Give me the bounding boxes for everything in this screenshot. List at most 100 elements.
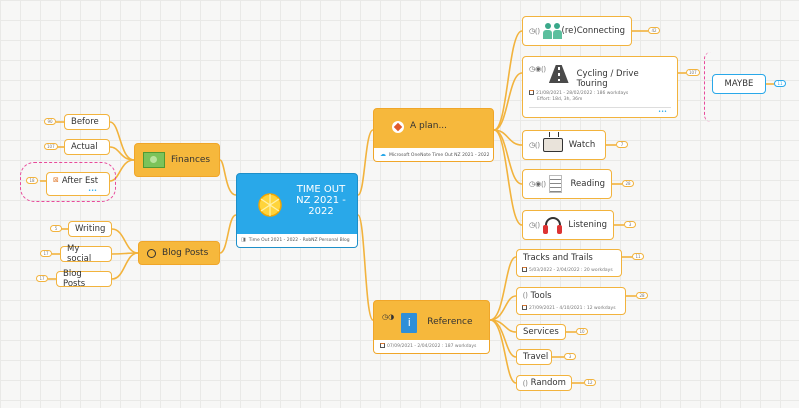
central-title-line1: TIME OUT [296,184,346,195]
money-icon [143,152,165,168]
reconnecting-label: (re)Connecting [561,26,625,36]
people-icon [542,22,562,40]
after-est-badge: 18 [26,177,38,184]
blog-my-social[interactable]: My social [60,244,112,264]
tools-date-note: 27/09/2021 - 4/10/2021 : 12 workdays [522,305,616,311]
finances-label: Finances [171,155,211,165]
maybe-topic[interactable]: MAYBE [712,74,766,94]
tv-icon [542,132,563,152]
list-icon [548,175,563,193]
listening-label: Listening [568,220,607,230]
calendar-icon [529,90,534,95]
finances-before[interactable]: Before [64,114,110,130]
info-icon: i [401,313,418,333]
clock-icon: ⟮⟯ [523,291,528,299]
random-badge: 12 [584,379,596,386]
my-social-label: My social [67,244,92,264]
tools-label: Tools [530,291,552,301]
clock-icon: ◷⟮⟯ [529,220,540,229]
a-plan-topic[interactable]: A plan... ☁Microsoft OneNote Time Out NZ… [373,108,494,162]
headphones-icon [542,216,563,234]
plan-watch[interactable]: ◷⟮⟯ Watch [522,130,606,160]
finances-actual[interactable]: Actual [64,139,110,155]
finances-after-est[interactable]: ⊠After Est ••• [46,172,110,196]
clock-icon [147,248,156,258]
plan-listening[interactable]: ◷⟮⟯ Listening [522,210,614,240]
blog-writing[interactable]: Writing [68,221,112,237]
compass-icon [392,121,404,133]
reading-badge: 28 [622,180,634,187]
reconnecting-badge: 42 [648,27,660,34]
clock-icon: ◷◉⟮⟯ [529,179,546,188]
plan-reading[interactable]: ◷◉⟮⟯ Reading [522,169,612,199]
services-label: Services [523,327,559,337]
cycling-more[interactable]: ••• [658,109,667,115]
finances-boundary [20,162,116,202]
ref-services[interactable]: Services [516,324,566,340]
after-est-label: After Est [61,176,99,186]
cycling-effort-note: Effort: 18d, 3h, 36m [537,97,583,102]
lemon-icon [258,193,282,217]
cycling-badge: 107 [686,69,700,76]
ref-random[interactable]: ⟮⟯Random [516,375,572,391]
clock-icon: ◷◑ [382,313,395,321]
maybe-boundary [704,52,711,122]
random-label: Random [530,378,566,388]
a-plan-label: A plan... [410,121,448,131]
writing-badge: 5 [50,225,62,232]
after-est-more[interactable]: ••• [88,188,97,194]
clock-icon: ◷⟮⟯ [529,26,540,35]
road-icon [548,65,569,83]
before-label: Before [71,117,99,127]
tools-badge: 28 [636,292,648,299]
clock-icon: ◷⟮⟯ [529,140,540,149]
blog-posts-topic[interactable]: Blog Posts [138,241,220,265]
maybe-label: MAYBE [724,79,754,89]
writing-label: Writing [75,224,106,234]
central-title-line2: NZ 2021 - [296,195,346,206]
clock-icon: ◷◉⟮⟯ [529,65,546,73]
cycling-label: Cycling / Drive Touring [576,69,639,89]
blog-posts-child-badge: 17 [36,275,48,282]
central-title-line3: 2022 [308,206,334,217]
calendar-icon: ⊠ [53,176,59,184]
calendar-icon [522,267,527,272]
maybe-badge: 11 [774,80,786,87]
plan-reconnecting[interactable]: ◷⟮⟯ (re)Connecting [522,16,632,46]
finances-topic[interactable]: Finances [134,143,220,177]
blog-posts-label: Blog Posts [162,248,209,258]
clock-icon: ⟮⟯ [523,378,528,387]
blog-blog-posts[interactable]: Blog Posts [56,269,112,289]
reference-topic[interactable]: ◷◑ i Reference 07/09/2021 - 2/04/2022 : … [373,300,490,354]
travel-label: Travel [523,352,549,362]
ref-tracks-trails[interactable]: Tracks and Trails 5/03/2022 - 2/04/2022 … [516,249,622,277]
cloud-icon: ☁ [380,151,386,158]
calendar-icon [522,305,527,310]
watch-label: Watch [568,140,596,150]
tracks-trails-badge: 11 [632,253,644,260]
actual-label: Actual [71,142,98,152]
my-social-badge: 17 [40,250,52,257]
central-link-label: Time Out 2021 - 2022 - RobNZ Personal Bl… [248,238,350,243]
central-link[interactable]: ◨Time Out 2021 - 2022 - RobNZ Personal B… [237,234,357,247]
cycling-date-note: 21/08/2021 - 28/02/2022 : 186 workdays [529,90,628,96]
central-topic[interactable]: TIME OUT NZ 2021 - 2022 ◨Time Out 2021 -… [236,173,358,248]
calendar-icon [380,343,385,348]
plan-cycling[interactable]: ◷◉⟮⟯ Cycling / Drive Touring 21/08/2021 … [522,56,678,118]
travel-badge: 3 [564,353,576,360]
services-badge: 10 [576,328,588,335]
watch-badge: 7 [616,141,628,148]
link-icon: ◨ [241,237,246,243]
reading-label: Reading [570,179,605,189]
tracks-trails-label: Tracks and Trails [523,253,593,263]
onenote-link[interactable]: ☁Microsoft OneNote Time Out NZ 2021 - 20… [374,148,493,161]
ref-tools[interactable]: ⟮⟯Tools 27/09/2021 - 4/10/2021 : 12 work… [516,287,626,315]
reference-label: Reference [427,317,473,327]
ref-travel[interactable]: Travel [516,349,552,365]
blog-posts-child-label: Blog Posts [63,269,86,289]
onenote-link-label: Microsoft OneNote Time Out NZ 2021 - 202… [389,153,490,158]
tracks-trails-date-note: 5/03/2022 - 2/04/2022 : 20 workdays [522,267,613,273]
before-badge: 90 [44,118,56,125]
actual-badge: 107 [44,143,58,150]
reference-date-note: 07/09/2021 - 2/04/2022 : 187 workdays [374,340,489,353]
